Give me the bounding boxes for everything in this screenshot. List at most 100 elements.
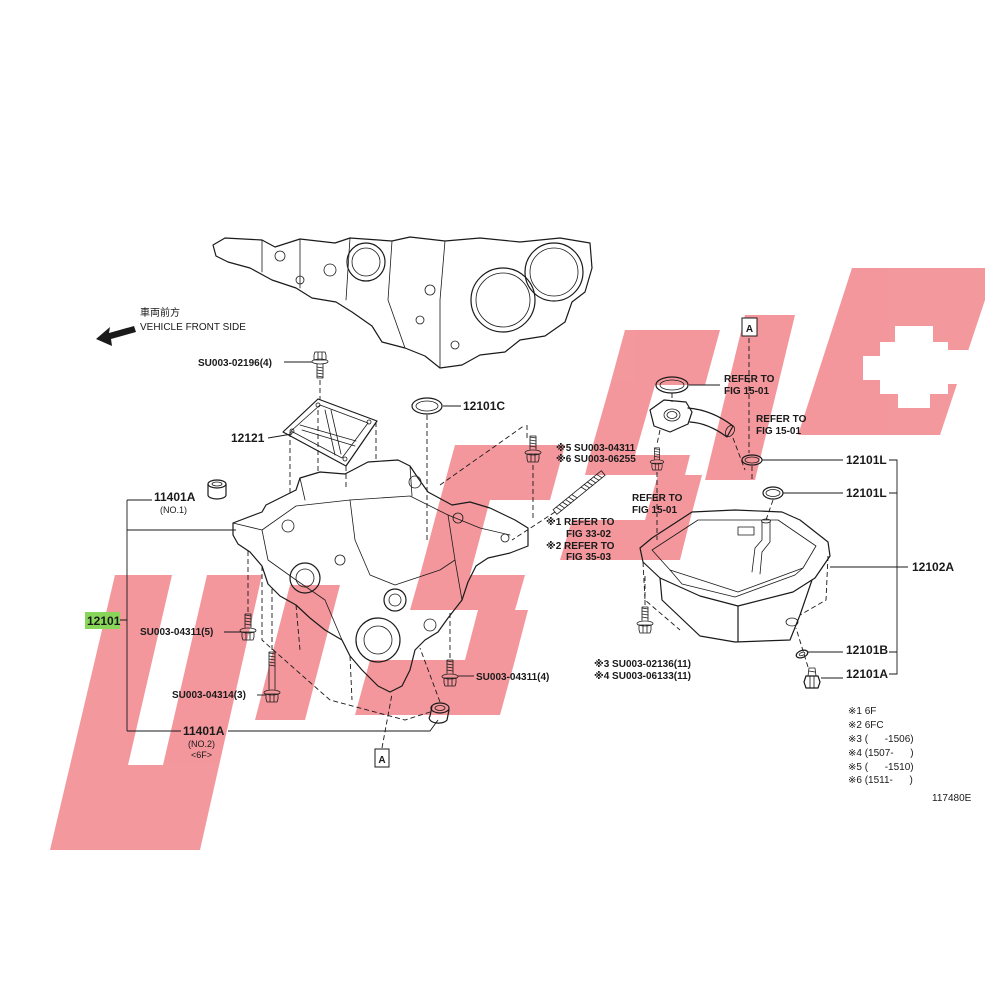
watermark-letter-s1-lower [465,610,528,660]
gasket-outer [795,649,809,659]
threaded-stud-icon [552,470,606,515]
watermark-letter-s2-middle [585,455,690,475]
plug-no2-variant: <6F> [191,750,212,760]
dashed-strainer [656,393,746,540]
cylinder-bore [524,242,584,302]
strainer-flange [649,399,693,433]
drain-plug-thread [807,667,817,677]
cover-plate-12121 [282,398,378,467]
cover-plate-hole [315,402,321,408]
engine-icon-bottom [898,394,930,408]
cylinder-bore-inner [351,247,381,277]
bolt-hole [424,284,436,296]
stud-ref-1-line-b: FIG 33-02 [566,529,611,540]
oil-pan-no2-rim [639,509,831,607]
drain-plug-12101a [803,667,821,689]
oil-pan-no2-drain-boss [785,617,799,627]
watermark-letter-s1-bottom [355,660,515,715]
watermark-letter-i [255,585,340,720]
oil-pan-boss [383,588,407,612]
strainer-ref-line-a: REFER TO [756,414,807,425]
bolt-hole [450,340,460,350]
strainer-hole-inner [666,411,678,419]
plug-recess [211,481,223,487]
plug-11401a-no1 [207,479,227,500]
plug-body [428,705,450,724]
cover-plate-inner [290,404,369,459]
o-ring-inner [659,379,685,391]
cylinder-bore [470,267,536,333]
cover-plate-hole [366,419,372,425]
vehicle-front-arrow-icon [96,326,136,346]
marker-a-bottom-box [374,748,390,768]
bolt-hole [334,554,346,566]
gasket-12101l-lower [762,486,784,500]
o-ring-12101c [411,397,443,415]
watermark-letter-s2-lower [645,475,702,520]
bolt-hole [452,512,464,524]
footnote-4: ※4 (1507- ) [848,748,914,759]
plug-no1-part-number: 11401A [154,490,196,504]
dashed-oil-pan-no2-hidden [642,555,829,631]
oil-pan-no1-12101 [232,459,529,693]
gasket-12101b [795,649,809,659]
engine-icon-right [948,350,968,384]
engine-icon-body [880,342,948,394]
plug-11401a-no2 [428,702,450,724]
bolt-hole [408,475,422,489]
watermark-letter-s1-upper [420,500,490,575]
stud-threads [555,474,603,511]
watermark-letter-u [50,575,262,850]
oil-pump-flange-inner [363,625,393,655]
footnote-1: ※1 6F [848,706,876,717]
oil-pan-boss-inner [295,568,315,588]
stud-ref-2-line-b: FIG 35-03 [566,552,611,563]
engine-block-edges [261,237,446,369]
oil-pan-no2-rim-inner [651,519,817,593]
oil-pan-no1-part-number: 12101 [87,614,121,628]
vehicle-front-label-en: VEHICLE FRONT SIDE [140,322,246,333]
vehicle-front-label-jp: 車両前方 [140,306,180,319]
bracket-12102a [889,459,898,675]
bolt-hole [500,533,510,543]
gasket-12101l-upper-part-number: 12101L [846,453,887,467]
gasket-12101l-lower-part-number: 12101L [846,486,887,500]
watermark-logo [50,268,985,850]
bolt-hole [323,263,337,277]
ring-ref-line-b: FIG 15-01 [724,386,769,397]
watermark-letter-s1-middle [410,575,525,610]
oil-pan-no2-floor [669,567,804,598]
engine-block [212,236,593,369]
cover-plate-part-number: 12121 [231,431,265,445]
watermark-letter-s2-top [610,330,720,385]
cover-bolt-label: SU003-02196(4) [198,358,272,369]
cylinder-bore-inner [529,247,579,297]
o-ring-inner [415,400,439,412]
strainer-tube [687,407,734,438]
strainer-hole [663,408,681,422]
dashed-casting-hidden [261,566,431,721]
figure-id: 117480E [932,793,972,804]
oil-strainer [649,399,735,438]
dashed-cover-plate [289,410,377,495]
pan2-bolt-icon [636,606,654,634]
footnote-2: ※2 6FC [848,720,884,731]
engine-icon-top [895,326,933,342]
drain-plug-head [803,675,821,689]
oil-pump-flange [355,617,401,663]
stud-ref-1-line-a: ※1 REFER TO [546,516,615,528]
marker-a-top-label: A [746,324,753,335]
watermark-letter-s2-upper [590,385,655,455]
stud-ref-2-line-a: ※2 REFER TO [546,540,615,552]
footnote-6: ※6 (1511- ) [848,775,913,786]
plug-no2-note: (NO.2) [188,739,215,749]
oil-pan-no1-highlight [85,612,120,629]
footnote-3: ※3 ( -1506) [848,734,914,745]
cover-bolt-icon [311,351,329,379]
bolt-hole [281,519,295,533]
oil-pan-no1-rim [261,495,511,536]
strainer-ref-line-b: FIG 15-01 [756,426,801,437]
o-ring-12101c-part-number: 12101C [463,399,505,413]
bolt-ref-line-b: FIG 15-01 [632,505,677,516]
